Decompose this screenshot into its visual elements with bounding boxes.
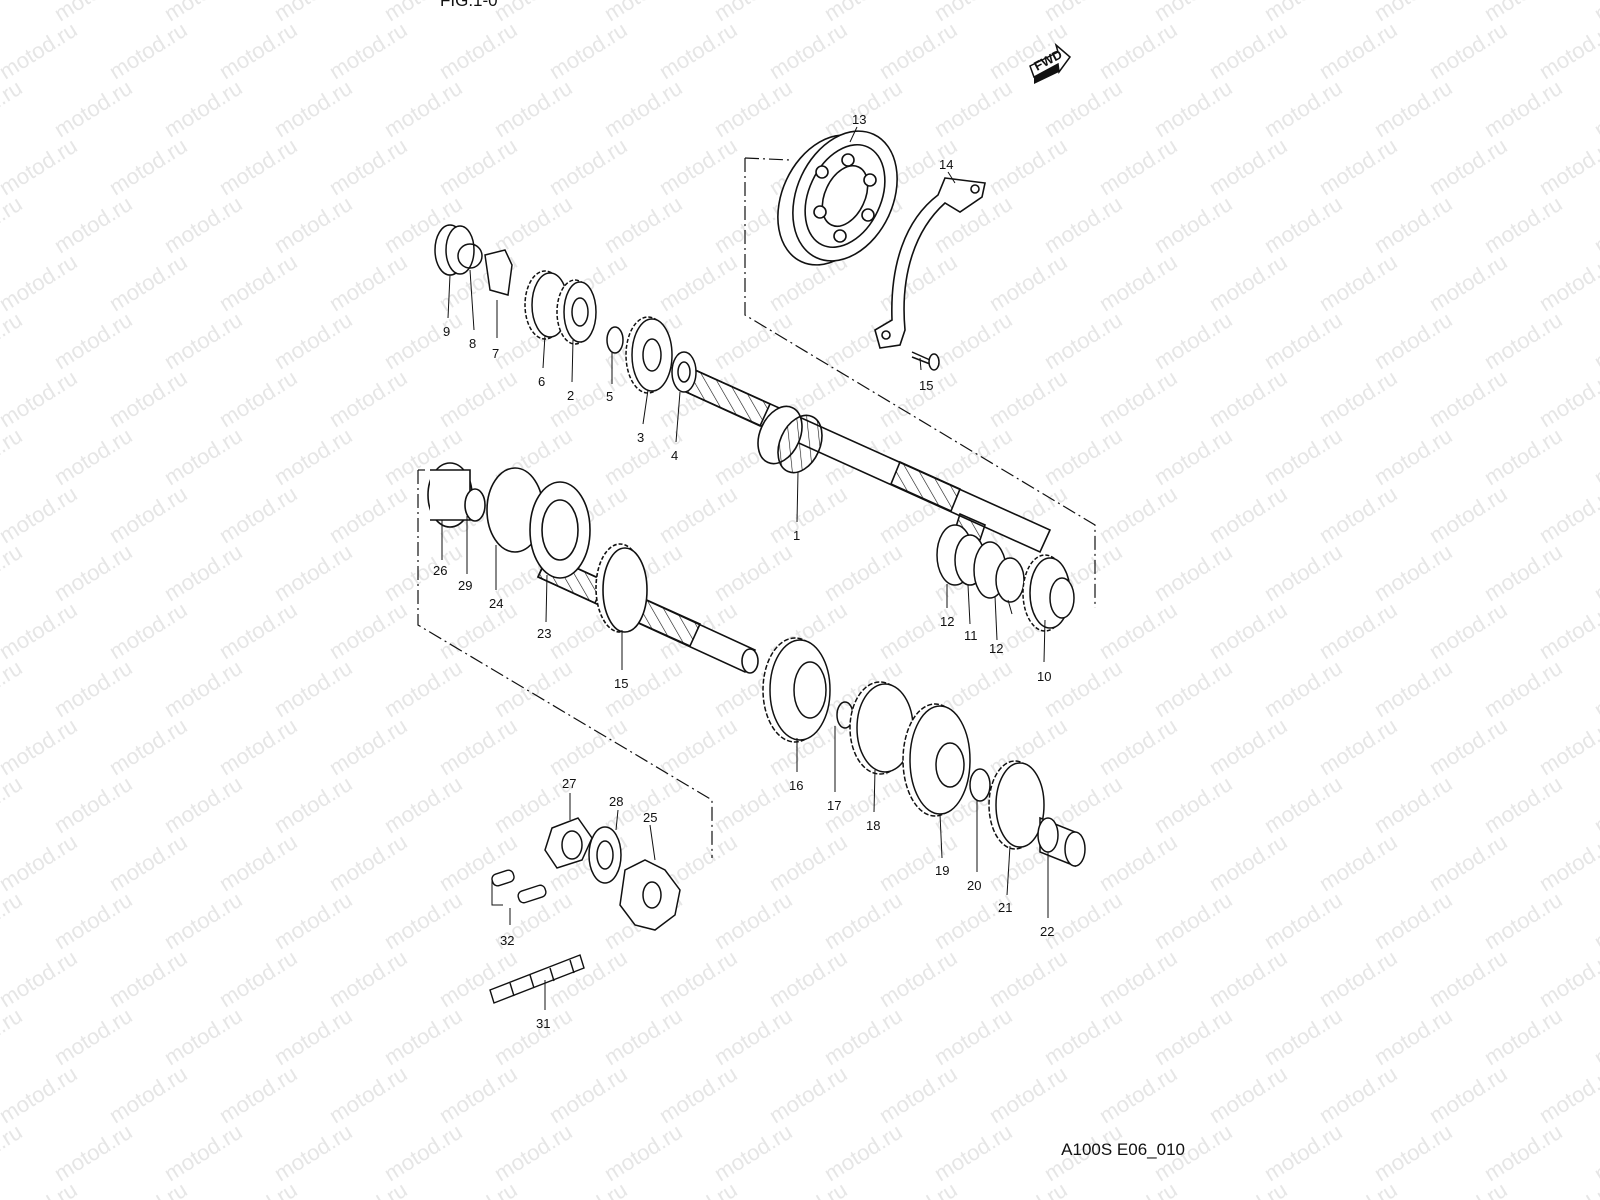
callout-32: 32 [500, 933, 514, 948]
callout-7: 7 [492, 346, 499, 361]
figure-code: A100S E06_010 [1061, 1140, 1185, 1159]
callout-14: 14 [939, 157, 953, 172]
callout-16: 15 [614, 676, 628, 691]
callout-8: 8 [469, 336, 476, 351]
callout-29: 28 [609, 794, 623, 809]
callout-3: 3 [637, 430, 644, 445]
callout-18: 17 [827, 798, 841, 813]
callout-30: 29 [458, 578, 472, 593]
forward-arrow-icon: FWD [1029, 42, 1072, 84]
gear-cluster-upper-right [936, 524, 1075, 632]
countershaft-1 [684, 368, 1052, 554]
callout-27: 26 [433, 563, 447, 578]
callout-23: 22 [1040, 924, 1054, 939]
gear-cluster-lower-right [762, 637, 1086, 868]
grouping-frames [417, 157, 1096, 906]
callout-6: 6 [538, 374, 545, 389]
gear-cluster-upper-left [434, 224, 697, 394]
callout-15: 15 [919, 378, 933, 393]
callout-26: 25 [643, 810, 657, 825]
callout-12-b: 12 [989, 641, 1003, 656]
screw-15 [911, 351, 940, 371]
callout-4: 4 [671, 448, 678, 463]
callout-11: 11 [964, 628, 978, 643]
callout-numbers: 13 14 15 9 8 7 6 2 5 3 4 1 12 11 12 10 2… [433, 112, 1054, 1031]
callout-17: 16 [789, 778, 803, 793]
callout-13: 13 [852, 112, 866, 127]
driveshaft-16 [427, 462, 759, 674]
callout-1: 1 [793, 528, 800, 543]
drive-chain [489, 869, 585, 1004]
callout-22: 21 [998, 900, 1012, 915]
leader-lines [441, 126, 1049, 1010]
callout-20: 19 [935, 863, 949, 878]
callout-9: 9 [443, 324, 450, 339]
callout-28: 27 [562, 776, 576, 791]
callout-5: 5 [606, 389, 613, 404]
callout-24: 23 [537, 626, 551, 641]
callout-19: 18 [866, 818, 880, 833]
figure-header-fragment: FIG.1-0 [440, 0, 498, 10]
callout-12-a: 12 [940, 614, 954, 629]
sprocket-group [544, 817, 681, 931]
callout-2: 2 [567, 388, 574, 403]
bearing-stopper-14 [874, 177, 986, 349]
callout-31: 31 [536, 1016, 550, 1031]
bearing-13 [777, 130, 898, 266]
callout-21: 20 [967, 878, 981, 893]
callout-10: 10 [1037, 669, 1051, 684]
callout-25: 24 [489, 596, 503, 611]
